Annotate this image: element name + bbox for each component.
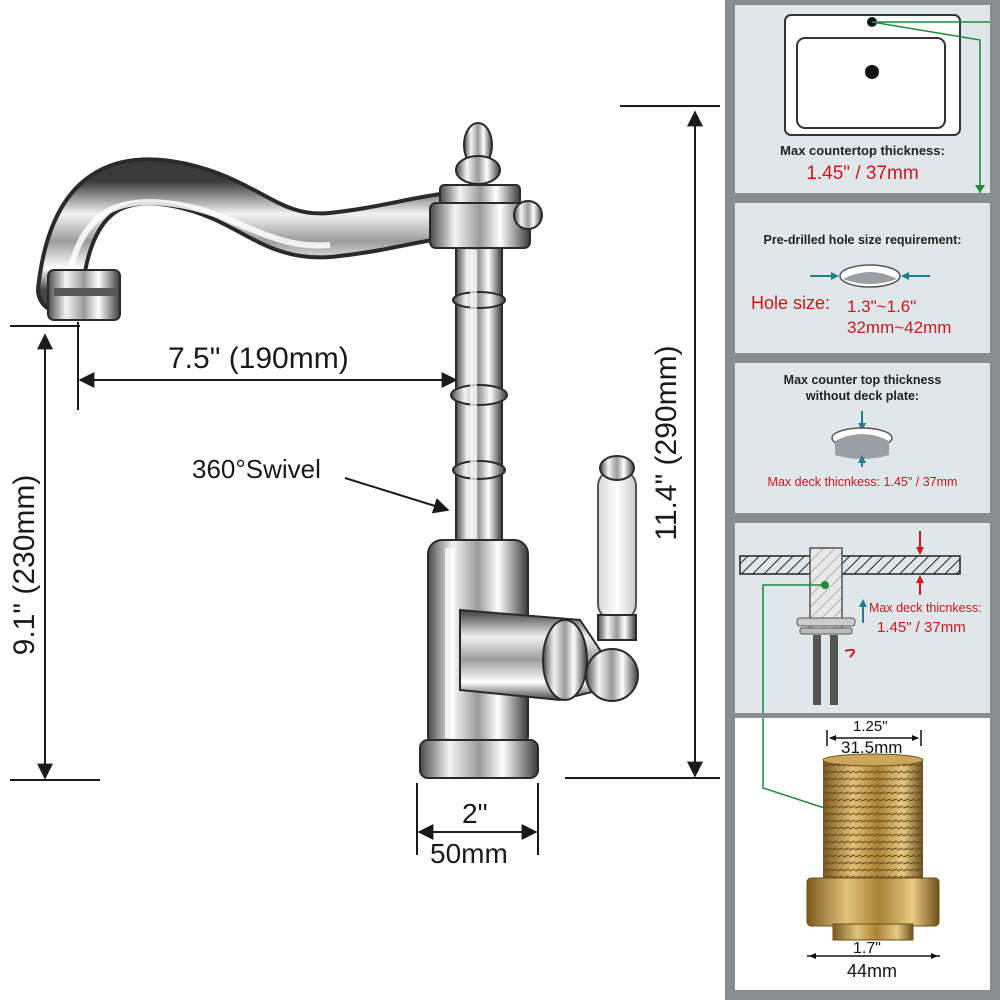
countertop-thickness-value: 1.45" / 37mm (806, 163, 919, 184)
base-mm-label: 50mm (430, 838, 508, 869)
hole-size-inch: 1.3"~1.6" (847, 297, 917, 316)
hole-size-card: Pre-drilled hole size requirement: Hole … (735, 203, 990, 353)
deck-cross-section-card: Max deck thicnkess: 1.45" / 37mm (735, 523, 990, 713)
hole-size-mm: 32mm~42mm (847, 318, 952, 337)
dimension-lines (10, 105, 720, 855)
faucet-column (450, 247, 508, 549)
deck-thickness-value: Max deck thicnkess: 1.45" / 37mm (767, 475, 958, 489)
countertop-thickness-title: Max countertop thickness: (780, 143, 945, 158)
cross-section-value-line1: Max deck thicnkess: (869, 601, 982, 615)
hole-illustration (810, 264, 930, 288)
spout-height-label: 9.1" (230mm) (8, 474, 41, 656)
faucet-spout (36, 157, 474, 321)
faucet-lever-handle (585, 455, 639, 702)
reach-dimension-label: 7.5" (190mm) (168, 342, 349, 375)
faucet-dimension-drawing (10, 105, 720, 855)
brass-shank-illustration (762, 718, 940, 959)
hole-size-label: Hole size: (751, 293, 831, 313)
shank-top-mm: 31.5mm (841, 738, 903, 757)
brass-shank-card: 1.25" 31.5mm 1.7" 44mm (735, 718, 990, 990)
base-inch-label: 2" (462, 798, 488, 829)
countertop-thickness-card: Max countertop thickness: 1.45" / 37mm (735, 5, 990, 193)
faucet-top-finial (429, 122, 543, 249)
spec-panel: Max countertop thickness: 1.45" / 37mm P… (725, 0, 1000, 1000)
deck-thickness-title-line1: Max counter top thickness (783, 373, 942, 387)
deck-thickness-illustration (831, 411, 893, 467)
swivel-label: 360°Swivel (192, 454, 321, 484)
faucet-body (419, 539, 601, 779)
cross-section-value-line2: 1.45" / 37mm (877, 619, 966, 636)
sink-outline-illustration (784, 14, 990, 193)
deck-thickness-title-line2: without deck plate: (805, 389, 920, 403)
shank-top-inch: 1.25" (853, 718, 888, 735)
total-height-label: 11.4" (290mm) (650, 345, 683, 541)
shank-bottom-mm: 44mm (847, 961, 898, 981)
shank-bottom-inch: 1.7" (853, 940, 881, 957)
hole-size-title: Pre-drilled hole size requirement: (763, 233, 962, 247)
cross-section-illustration (739, 531, 961, 713)
deck-thickness-card: Max counter top thickness without deck p… (735, 363, 990, 513)
